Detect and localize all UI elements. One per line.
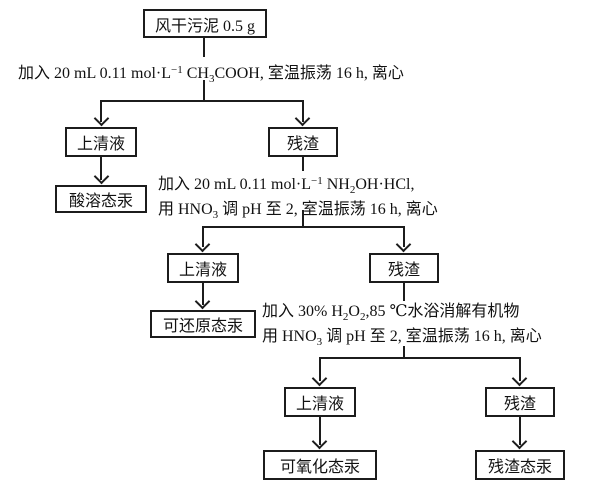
step3-subscript: 3 bbox=[316, 336, 323, 348]
node-supernatant-2: 上清液 bbox=[167, 253, 239, 283]
step3-text: O bbox=[348, 303, 360, 320]
node-sample: 风干污泥 0.5 g bbox=[143, 9, 267, 38]
connector-line bbox=[302, 210, 304, 227]
connector-line bbox=[203, 38, 205, 57]
step2-subscript: 3 bbox=[212, 209, 219, 221]
node-acid-soluble-hg: 酸溶态汞 bbox=[55, 185, 147, 213]
connector-line bbox=[202, 226, 204, 247]
branch-line bbox=[100, 100, 304, 102]
connector-line bbox=[100, 100, 102, 122]
step1-text: 加入 20 mL 0.11 mol·L bbox=[18, 65, 172, 82]
arrowhead-icon bbox=[311, 370, 328, 387]
step1-text: COOH, 室温振荡 16 h, 离心 bbox=[214, 65, 404, 82]
step2-annotation: 加入 20 mL 0.11 mol·L−1 NH2OH·HCl, 用 HNO3 … bbox=[158, 171, 438, 225]
connector-line bbox=[302, 157, 304, 171]
step2-text: 调 pH 至 2, 室温振荡 16 h, 离心 bbox=[218, 201, 438, 218]
node-supernatant-3: 上清液 bbox=[284, 387, 356, 417]
node-residue-2: 残渣 bbox=[369, 253, 439, 283]
step3-text: 用 HNO bbox=[262, 328, 317, 345]
connector-line bbox=[319, 417, 321, 445]
step3-annotation: 加入 30% H2O2,85 ℃水浴消解有机物 用 HNO3 调 pH 至 2,… bbox=[262, 302, 542, 352]
step2-superscript: −1 bbox=[311, 175, 323, 187]
step3-subscript: 2 bbox=[359, 311, 366, 323]
step3-subscript: 2 bbox=[342, 311, 349, 323]
arrowhead-icon bbox=[511, 370, 528, 387]
step1-text: CH bbox=[182, 65, 209, 82]
arrowhead-icon bbox=[194, 236, 211, 253]
connector-line bbox=[519, 357, 521, 381]
node-reducible-hg: 可还原态汞 bbox=[150, 310, 256, 338]
step2-line2: 用 HNO3 调 pH 至 2, 室温振荡 16 h, 离心 bbox=[158, 200, 438, 225]
step3-text: ,85 ℃水浴消解有机物 bbox=[365, 303, 520, 320]
node-residue-1: 残渣 bbox=[268, 127, 338, 157]
connector-line bbox=[403, 283, 405, 301]
branch-line bbox=[202, 226, 405, 228]
branch-line bbox=[319, 357, 521, 359]
step2-text: 用 HNO bbox=[158, 201, 213, 218]
connector-line bbox=[403, 226, 405, 247]
step2-subscript: 2 bbox=[349, 184, 356, 196]
arrowhead-icon bbox=[93, 110, 110, 127]
step2-text: NH bbox=[322, 176, 350, 193]
arrowhead-icon bbox=[395, 236, 412, 253]
arrowhead-icon bbox=[294, 110, 311, 127]
connector-line bbox=[100, 157, 102, 180]
step2-line1: 加入 20 mL 0.11 mol·L−1 NH2OH·HCl, bbox=[158, 171, 438, 200]
node-oxidizable-hg: 可氧化态汞 bbox=[263, 450, 377, 480]
node-residue-3: 残渣 bbox=[485, 387, 555, 417]
node-residual-hg: 残渣态汞 bbox=[475, 450, 565, 480]
arrowhead-icon bbox=[511, 433, 528, 450]
step3-line1: 加入 30% H2O2,85 ℃水浴消解有机物 bbox=[262, 302, 542, 327]
step3-line2: 用 HNO3 调 pH 至 2, 室温振荡 16 h, 离心 bbox=[262, 327, 542, 352]
arrowhead-icon bbox=[194, 293, 211, 310]
step3-text: 加入 30% H bbox=[262, 303, 343, 320]
connector-line bbox=[202, 283, 204, 305]
step1-annotation: 加入 20 mL 0.11 mol·L−1 CH3COOH, 室温振荡 16 h… bbox=[18, 60, 404, 89]
connector-line bbox=[203, 80, 205, 101]
arrowhead-icon bbox=[311, 433, 328, 450]
arrowhead-icon bbox=[93, 168, 110, 185]
connector-line bbox=[519, 417, 521, 445]
connector-line bbox=[302, 100, 304, 122]
step3-text: 调 pH 至 2, 室温振荡 16 h, 离心 bbox=[322, 328, 542, 345]
step2-text: OH·HCl, bbox=[355, 176, 415, 193]
step2-text: 加入 20 mL 0.11 mol·L bbox=[158, 176, 312, 193]
node-supernatant-1: 上清液 bbox=[65, 127, 137, 157]
step1-subscript: 3 bbox=[208, 73, 215, 85]
connector-line bbox=[403, 346, 405, 358]
step1-superscript: −1 bbox=[171, 64, 183, 76]
connector-line bbox=[319, 357, 321, 381]
